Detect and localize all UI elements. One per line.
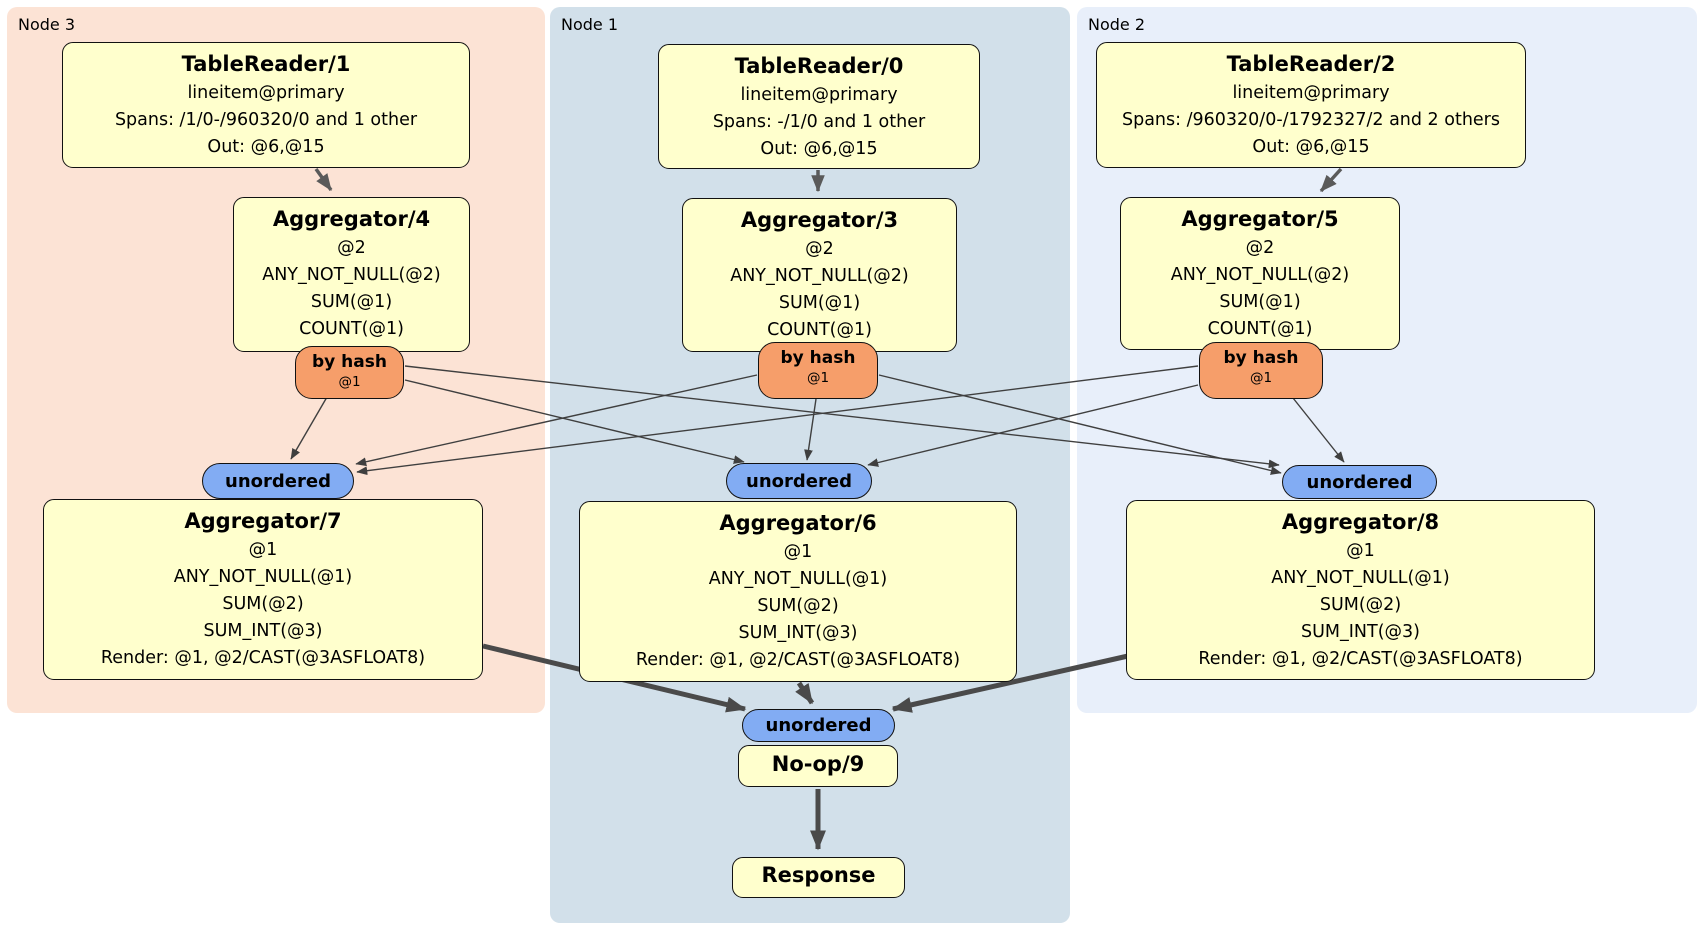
node-detail: ANY_NOT_NULL(@1) bbox=[708, 569, 888, 589]
node-tablereader-0: TableReader/0 lineitem@primary Spans: -/… bbox=[658, 44, 980, 169]
node-detail: Render: @1, @2/CAST(@3ASFLOAT8) bbox=[100, 648, 426, 668]
router-detail: @1 bbox=[1249, 370, 1273, 386]
router-by-hash-4: by hash @1 bbox=[295, 346, 404, 399]
node-tablereader-1: TableReader/1 lineitem@primary Spans: /1… bbox=[62, 42, 470, 168]
node-title: Aggregator/4 bbox=[272, 207, 431, 231]
node-detail: SUM(@2) bbox=[757, 596, 839, 616]
node-detail: SUM(@1) bbox=[778, 293, 861, 313]
edge-bh4-uol bbox=[290, 396, 328, 460]
edge-bh3-uor bbox=[878, 374, 1282, 475]
edge-bh3-uom bbox=[804, 398, 817, 461]
router-by-hash-5: by hash @1 bbox=[1199, 342, 1323, 399]
node-title: TableReader/0 bbox=[734, 54, 904, 78]
node-detail: Spans: -/1/0 and 1 other bbox=[712, 112, 926, 132]
node-title: Response bbox=[761, 863, 876, 887]
node-detail: @2 bbox=[1245, 238, 1275, 258]
edge-bh4-uom bbox=[404, 379, 745, 464]
sync-unordered-left: unordered bbox=[202, 463, 354, 499]
node-detail: SUM_INT(@3) bbox=[203, 621, 323, 641]
node-aggregator-5: Aggregator/5 @2 ANY_NOT_NULL(@2) SUM(@1)… bbox=[1120, 197, 1400, 350]
sync-unordered-mid: unordered bbox=[726, 463, 872, 499]
node-aggregator-6: Aggregator/6 @1 ANY_NOT_NULL(@1) SUM(@2)… bbox=[579, 501, 1017, 682]
region-node1-label: Node 1 bbox=[561, 15, 619, 34]
router-label: by hash bbox=[312, 352, 387, 372]
edge-agg8-uof bbox=[891, 653, 1129, 713]
node-detail: Spans: /1/0-/960320/0 and 1 other bbox=[114, 110, 418, 130]
node-detail: ANY_NOT_NULL(@2) bbox=[262, 265, 441, 285]
node-title: Aggregator/5 bbox=[1181, 207, 1339, 231]
node-title: Aggregator/6 bbox=[719, 511, 877, 535]
node-detail: SUM_INT(@3) bbox=[738, 623, 858, 643]
router-detail: @1 bbox=[806, 370, 830, 386]
node-title: Aggregator/7 bbox=[184, 509, 342, 533]
node-detail: ANY_NOT_NULL(@1) bbox=[1271, 568, 1450, 588]
node-title: Aggregator/8 bbox=[1281, 510, 1440, 534]
node-detail: COUNT(@1) bbox=[1207, 319, 1313, 339]
node-detail: @1 bbox=[248, 540, 278, 560]
node-detail: SUM(@1) bbox=[1219, 292, 1301, 312]
node-aggregator-8: Aggregator/8 @1 ANY_NOT_NULL(@1) SUM(@2)… bbox=[1126, 500, 1595, 680]
router-by-hash-3: by hash @1 bbox=[758, 342, 878, 399]
node-title: TableReader/2 bbox=[1226, 52, 1396, 76]
node-detail: @1 bbox=[783, 542, 813, 562]
node-detail: SUM(@2) bbox=[222, 594, 304, 614]
node-aggregator-7: Aggregator/7 @1 ANY_NOT_NULL(@1) SUM(@2)… bbox=[43, 499, 483, 680]
node-detail: lineitem@primary bbox=[740, 85, 898, 105]
router-label: by hash bbox=[1223, 348, 1299, 368]
router-label: by hash bbox=[780, 348, 856, 368]
node-response: Response bbox=[732, 857, 905, 898]
router-detail: @1 bbox=[338, 374, 361, 390]
node-detail: lineitem@primary bbox=[187, 83, 345, 103]
node-detail: ANY_NOT_NULL(@1) bbox=[173, 567, 353, 587]
node-detail: Out: @6,@15 bbox=[1252, 137, 1370, 157]
sync-unordered-final: unordered bbox=[742, 709, 895, 742]
node-detail: SUM(@1) bbox=[310, 292, 393, 312]
node-detail: @2 bbox=[337, 238, 366, 258]
edge-bh5-uor bbox=[1292, 397, 1345, 463]
edge-bh5-uol bbox=[356, 365, 1199, 476]
region-node3-label: Node 3 bbox=[18, 15, 76, 34]
node-noop-9: No-op/9 bbox=[738, 745, 898, 787]
edge-tr1-agg4 bbox=[314, 167, 333, 192]
sync-unordered-right: unordered bbox=[1282, 465, 1437, 499]
node-detail: Out: @6,@15 bbox=[207, 137, 325, 157]
edge-bh5-uom bbox=[867, 384, 1199, 467]
node-detail: ANY_NOT_NULL(@2) bbox=[730, 266, 909, 286]
node-title: Aggregator/3 bbox=[740, 208, 899, 232]
node-detail: SUM_INT(@3) bbox=[1301, 622, 1420, 642]
node-aggregator-4: Aggregator/4 @2 ANY_NOT_NULL(@2) SUM(@1)… bbox=[233, 197, 470, 352]
node-detail: @1 bbox=[1346, 541, 1375, 561]
node-title: TableReader/1 bbox=[181, 52, 351, 76]
edge-agg6-uof bbox=[795, 681, 815, 705]
edge-bh3-uol bbox=[355, 374, 758, 467]
node-detail: @2 bbox=[805, 239, 834, 259]
node-detail: SUM(@2) bbox=[1319, 595, 1402, 615]
edge-tr2-agg5 bbox=[1319, 167, 1343, 193]
node-detail: lineitem@primary bbox=[1232, 83, 1390, 103]
node-aggregator-3: Aggregator/3 @2 ANY_NOT_NULL(@2) SUM(@1)… bbox=[682, 198, 957, 352]
edge-bh4-uor bbox=[404, 365, 1280, 469]
node-detail: Out: @6,@15 bbox=[760, 139, 878, 159]
node-detail: COUNT(@1) bbox=[767, 320, 872, 340]
node-tablereader-2: TableReader/2 lineitem@primary Spans: /9… bbox=[1096, 42, 1526, 168]
node-title: No-op/9 bbox=[771, 752, 865, 776]
node-detail: Render: @1, @2/CAST(@3ASFLOAT8) bbox=[635, 650, 961, 670]
node-detail: Render: @1, @2/CAST(@3ASFLOAT8) bbox=[1198, 649, 1523, 669]
node-detail: COUNT(@1) bbox=[299, 319, 404, 339]
node-detail: Spans: /960320/0-/1792327/2 and 2 others bbox=[1121, 110, 1500, 130]
region-node2-label: Node 2 bbox=[1088, 15, 1146, 34]
node-detail: ANY_NOT_NULL(@2) bbox=[1170, 265, 1350, 285]
